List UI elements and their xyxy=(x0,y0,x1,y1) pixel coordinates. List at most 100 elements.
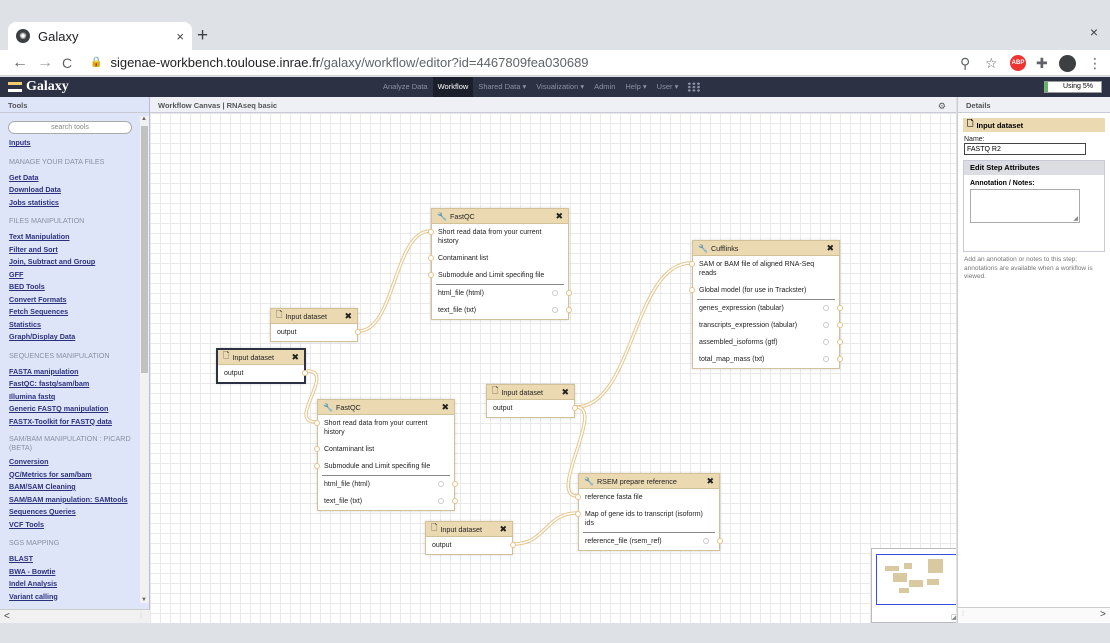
resize-grip-icon[interactable]: ⁞ xyxy=(140,613,142,620)
output-terminal[interactable] xyxy=(837,305,843,311)
output-terminal[interactable] xyxy=(452,498,458,504)
workflow-node-fastqc-top[interactable]: 🔧FastQC✖Short read data from your curren… xyxy=(428,208,572,320)
tool-section-link[interactable]: FASTX-Toolkit for FASTQ data xyxy=(9,416,112,426)
tool-section-link[interactable]: Sequences Queries xyxy=(9,507,76,516)
tool-section-link[interactable]: FASTA manipulation xyxy=(9,366,79,376)
node-header[interactable]: 🔧Cufflinks✖ xyxy=(693,241,839,256)
input-terminal[interactable] xyxy=(689,287,695,293)
masthead-menu-item[interactable]: Admin xyxy=(594,82,616,91)
output-visibility-icon[interactable] xyxy=(823,339,829,345)
output-terminal[interactable] xyxy=(452,481,458,487)
workflow-node-input-d[interactable]: 🗋Input dataset✖output xyxy=(425,521,516,555)
tool-section-link[interactable]: VCF Tools xyxy=(9,519,45,529)
canvas-overview[interactable]: ◪ xyxy=(871,548,956,623)
tool-section-link[interactable]: Convert Formats xyxy=(9,294,67,304)
node-header[interactable]: 🗋Input dataset✖ xyxy=(271,309,357,324)
tool-section-link[interactable]: BED Tools xyxy=(9,282,45,291)
output-visibility-icon[interactable] xyxy=(438,498,444,504)
node-header[interactable]: 🗋Input dataset✖ xyxy=(487,385,574,400)
tool-panel-hscroll[interactable]: < ⁞ xyxy=(0,609,150,623)
output-visibility-icon[interactable] xyxy=(823,322,829,328)
details-hscroll[interactable]: ⁞ > xyxy=(958,607,1110,622)
output-terminal[interactable] xyxy=(302,370,308,376)
scroll-right-icon[interactable]: > xyxy=(1100,609,1106,620)
annotation-textarea[interactable]: ◢ xyxy=(970,189,1080,223)
tool-section-link[interactable]: Statistics xyxy=(9,319,41,329)
input-terminal[interactable] xyxy=(575,494,581,500)
output-terminal[interactable] xyxy=(837,339,843,345)
tool-search-input[interactable]: search tools xyxy=(8,121,132,134)
input-terminal[interactable] xyxy=(314,420,320,426)
scrollbar-thumb[interactable] xyxy=(141,126,148,373)
workflow-node-input-a[interactable]: 🗋Input dataset✖output xyxy=(270,308,361,342)
browser-menu-icon[interactable]: ⋮ xyxy=(1088,55,1102,71)
window-close-icon[interactable]: × xyxy=(1089,24,1098,40)
masthead-menu-item[interactable]: Workflow xyxy=(432,77,474,97)
tool-section-link[interactable]: Illumina fastq xyxy=(9,391,56,401)
overview-viewport[interactable] xyxy=(876,554,956,605)
node-header[interactable]: 🔧RSEM prepare reference✖ xyxy=(579,474,719,489)
input-terminal[interactable] xyxy=(314,463,320,469)
workflow-options-gear-icon[interactable]: ⚙ xyxy=(937,101,946,111)
output-terminal[interactable] xyxy=(717,538,723,544)
overview-resize-icon[interactable]: ◪ xyxy=(951,614,956,621)
node-header[interactable]: 🔧FastQC✖ xyxy=(318,400,454,415)
masthead-menu-item[interactable]: Help ▾ xyxy=(625,82,647,91)
input-terminal[interactable] xyxy=(428,272,434,278)
output-visibility-icon[interactable] xyxy=(438,481,444,487)
node-header[interactable]: 🔧FastQC✖ xyxy=(432,209,568,224)
input-terminal[interactable] xyxy=(428,255,434,261)
adblock-icon[interactable]: ABP xyxy=(1010,55,1026,71)
input-terminal[interactable] xyxy=(575,511,581,517)
masthead-menu-item[interactable]: Visualization ▾ xyxy=(536,82,585,91)
tool-section-link[interactable]: BWA - Bowtie xyxy=(9,566,56,576)
apps-grid-icon[interactable] xyxy=(687,82,702,92)
browser-tab[interactable]: ✺ Galaxy × xyxy=(8,22,192,50)
output-terminal[interactable] xyxy=(510,542,516,548)
node-header[interactable]: 🗋Input dataset✖ xyxy=(426,522,512,537)
tool-section-link[interactable]: Filter and Sort xyxy=(9,244,58,254)
tool-section-link[interactable]: Join, Subtract and Group xyxy=(9,257,96,266)
node-close-icon[interactable]: ✖ xyxy=(499,523,507,534)
output-terminal[interactable] xyxy=(837,356,843,362)
node-close-icon[interactable]: ✖ xyxy=(441,401,449,412)
resize-grip-icon[interactable]: ⁞ xyxy=(962,611,964,618)
tool-section-link[interactable]: Get Data xyxy=(9,172,39,182)
tool-section-link[interactable]: BAM/SAM Cleaning xyxy=(9,482,76,491)
tool-section-link[interactable]: GFF xyxy=(9,269,24,279)
output-visibility-icon[interactable] xyxy=(552,290,558,296)
new-tab-button[interactable]: + xyxy=(197,25,209,46)
scroll-down-icon[interactable]: ▼ xyxy=(141,597,147,603)
output-terminal[interactable] xyxy=(566,307,572,313)
quota-meter[interactable]: Using 5% xyxy=(1044,81,1102,93)
tool-section-link[interactable]: BLAST xyxy=(9,554,33,563)
bookmark-star-icon[interactable]: ☆ xyxy=(985,55,998,71)
node-close-icon[interactable]: ✖ xyxy=(344,310,352,321)
reload-button[interactable]: C xyxy=(62,55,73,71)
output-terminal[interactable] xyxy=(837,322,843,328)
tool-section-link[interactable]: Conversion xyxy=(9,457,49,466)
node-close-icon[interactable]: ✖ xyxy=(555,210,563,221)
masthead-menu-item[interactable]: User ▾ xyxy=(656,82,679,91)
profile-avatar-icon[interactable] xyxy=(1059,55,1076,72)
workflow-node-cufflinks[interactable]: 🔧Cufflinks✖SAM or BAM file of aligned RN… xyxy=(689,240,843,369)
workflow-node-input-b[interactable]: 🗋Input dataset✖output xyxy=(216,348,308,384)
tool-section-link[interactable]: FastQC: fastq/sam/bam xyxy=(9,379,90,388)
tool-section-link[interactable]: Text Manipulation xyxy=(9,232,70,241)
step-name-input[interactable]: FASTQ R2 xyxy=(964,143,1086,155)
output-terminal[interactable] xyxy=(355,329,361,335)
masthead-menu-item[interactable]: Analyze Data xyxy=(383,82,428,91)
output-visibility-icon[interactable] xyxy=(552,307,558,313)
address-bar[interactable]: 🔒 sigenae-workbench.toulouse.inrae.fr/ga… xyxy=(90,53,950,73)
tool-section-link[interactable]: Indel Analysis xyxy=(9,579,58,588)
tool-section-link[interactable]: SAM/BAM manipulation: SAMtools xyxy=(9,494,128,504)
node-close-icon[interactable]: ✖ xyxy=(291,351,299,362)
tool-section-link[interactable]: Fetch Sequences xyxy=(9,307,69,316)
input-terminal[interactable] xyxy=(689,261,695,267)
scroll-left-icon[interactable]: < xyxy=(4,611,10,622)
node-close-icon[interactable]: ✖ xyxy=(706,475,714,486)
output-terminal[interactable] xyxy=(572,405,578,411)
workflow-node-rsem[interactable]: 🔧RSEM prepare reference✖reference fasta … xyxy=(575,473,723,551)
output-visibility-icon[interactable] xyxy=(823,356,829,362)
tab-close-icon[interactable]: × xyxy=(176,28,184,44)
